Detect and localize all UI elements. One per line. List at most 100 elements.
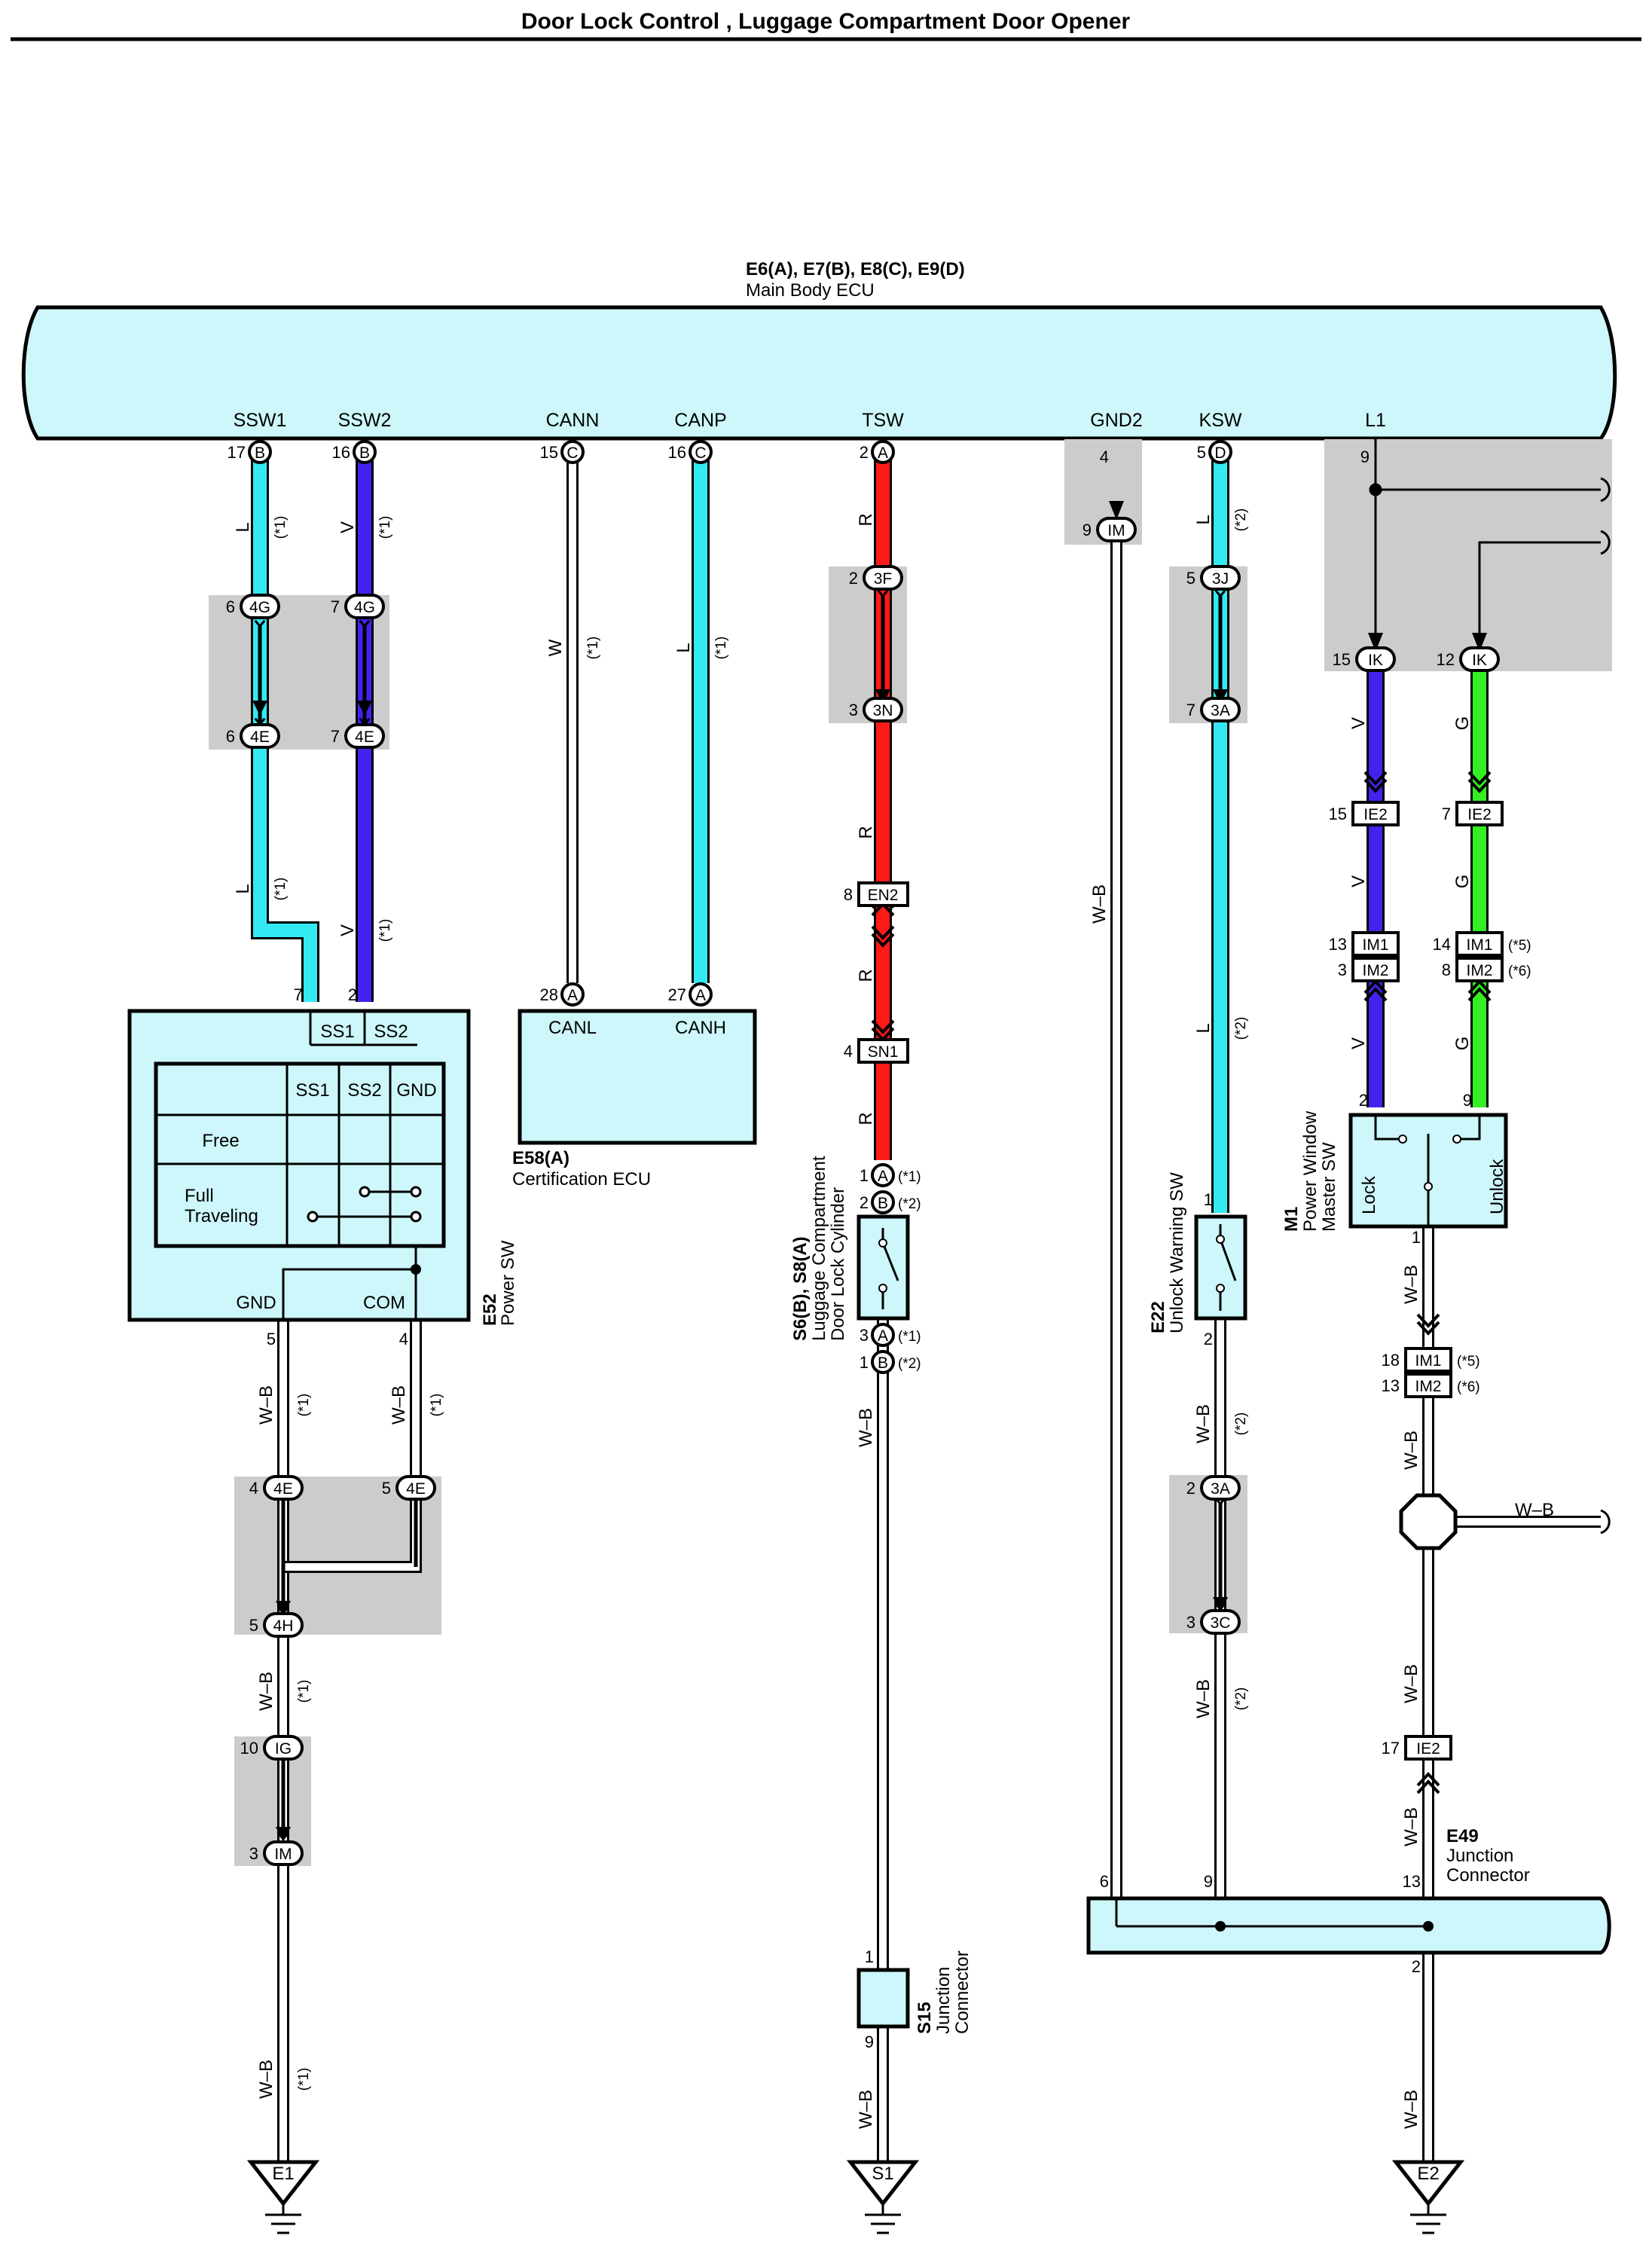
conn-im2-a: IM2 bbox=[1362, 962, 1388, 979]
tbl-h-ss1: SS1 bbox=[295, 1080, 329, 1101]
pin-num: 8 bbox=[1442, 960, 1451, 979]
conn-ik-a: IK bbox=[1368, 652, 1383, 669]
wire-note: (*1) bbox=[713, 637, 729, 660]
pin-num: 5 bbox=[267, 1330, 276, 1348]
wire-label: R bbox=[856, 826, 876, 838]
wire-label: W–B bbox=[256, 2060, 276, 2099]
wire-note: (*2) bbox=[1233, 1687, 1249, 1711]
pin-cyl-a3: A bbox=[878, 1327, 888, 1345]
wire-label: W–B bbox=[856, 1408, 876, 1447]
pin-num: 15 bbox=[1333, 650, 1351, 669]
pin-canl-conn: A bbox=[567, 987, 578, 1004]
e49-id: E49 bbox=[1446, 1826, 1479, 1846]
pin-num: 2 bbox=[1204, 1330, 1213, 1348]
conn-3j: 3J bbox=[1212, 570, 1229, 588]
s15-name1: Junction bbox=[933, 1967, 954, 2034]
wire-note: (*1) bbox=[585, 637, 601, 660]
pin-num: 3 bbox=[1338, 960, 1347, 979]
pin-num: 18 bbox=[1382, 1351, 1400, 1370]
wire-label: W–B bbox=[1193, 1404, 1214, 1443]
pin-num: 4 bbox=[399, 1330, 408, 1348]
pin-num: 4 bbox=[1100, 447, 1109, 466]
term-ssw1: SSW1 bbox=[234, 410, 287, 431]
pin-cyl-b2: B bbox=[878, 1195, 888, 1212]
canh-pin: CANH bbox=[675, 1018, 726, 1038]
pin-num: 16 bbox=[668, 443, 686, 462]
pw-master-name1: Power Window bbox=[1300, 1110, 1321, 1232]
conn-ig: IG bbox=[275, 1740, 292, 1758]
pin-cann-conn: C bbox=[566, 444, 578, 462]
tbl-row-traveling: Traveling bbox=[185, 1206, 258, 1226]
pin-num: 1 bbox=[860, 1166, 869, 1185]
cert-ecu-name: Certification ECU bbox=[512, 1169, 651, 1190]
wire-label: W–B bbox=[1193, 1679, 1214, 1718]
conn-ik-b: IK bbox=[1472, 652, 1487, 669]
wire-label: W bbox=[545, 639, 566, 656]
wire-label: R bbox=[856, 513, 876, 526]
lock-cylinder-switch: S6(B), S8(A) Luggage Compartment Door Lo… bbox=[790, 1156, 910, 1341]
unlock-contact: Unlock bbox=[1487, 1159, 1507, 1214]
connector-notes: (*1) (*2) (*1) (*2) (*5) (*6) (*5) (*6) bbox=[898, 938, 1531, 1395]
pin-num: 10 bbox=[240, 1739, 258, 1758]
ss1-pin: SS1 bbox=[320, 1022, 354, 1042]
ground-s1-label: S1 bbox=[872, 2164, 893, 2184]
pin-num: 8 bbox=[844, 885, 853, 904]
pw-master-id: M1 bbox=[1281, 1207, 1302, 1232]
wire-color-labels: L (*1) V (*1) L (*1) V (*1) W (*1) L (*1… bbox=[233, 508, 1473, 2129]
pin-num: 1 bbox=[860, 1353, 869, 1372]
conn-ie2-c: IE2 bbox=[1416, 1740, 1440, 1758]
pin-ksw-conn: D bbox=[1214, 444, 1226, 462]
pw-master-name2: Master SW bbox=[1319, 1142, 1339, 1232]
wire-label: V bbox=[337, 521, 358, 533]
pin-num: 14 bbox=[1433, 935, 1451, 954]
pin-num: 13 bbox=[1329, 935, 1347, 954]
conn-3a-b: 3A bbox=[1211, 1480, 1230, 1498]
ground-s1: S1 bbox=[846, 2160, 920, 2234]
pin-num: 5 bbox=[382, 1479, 391, 1498]
wire-label: L bbox=[1193, 515, 1214, 524]
pin-num: 7 bbox=[294, 985, 303, 1004]
term-ssw2: SSW2 bbox=[338, 410, 392, 431]
pin-num: 13 bbox=[1382, 1376, 1400, 1395]
ss2-pin: SS2 bbox=[374, 1022, 408, 1042]
ecu-ids: E6(A), E7(B), E8(C), E9(D) bbox=[746, 259, 965, 279]
wire-label-wb-horizontal: W–B bbox=[1515, 1500, 1554, 1520]
e49-name1: Junction bbox=[1446, 1846, 1513, 1866]
conn-im2-c: IM2 bbox=[1415, 1378, 1441, 1395]
wire-label: W–B bbox=[1401, 1807, 1421, 1846]
conn-im1-c: IM1 bbox=[1415, 1352, 1441, 1370]
unlock-sw-name: Unlock Warning SW bbox=[1167, 1172, 1187, 1333]
conn-im-a: IM bbox=[274, 1846, 292, 1863]
pin-num: 9 bbox=[1204, 1872, 1213, 1891]
pin-num: 2 bbox=[860, 1193, 869, 1212]
pin-num: 2 bbox=[1359, 1091, 1368, 1110]
s15-id: S15 bbox=[915, 2002, 935, 2034]
ecu-name: Main Body ECU bbox=[746, 280, 875, 301]
wire-label: W–B bbox=[1401, 2090, 1421, 2129]
lock-contact: Lock bbox=[1359, 1175, 1379, 1214]
pin-num: 6 bbox=[226, 727, 235, 746]
junction-connector-s15: S15 Junction Connector bbox=[857, 1950, 973, 2034]
conn-im-b: IM bbox=[1107, 522, 1125, 539]
note: (*2) bbox=[898, 1196, 921, 1212]
conn-3n: 3N bbox=[873, 702, 893, 719]
wire-note: (*1) bbox=[296, 1394, 312, 1417]
wire-label: W–B bbox=[1401, 1265, 1421, 1304]
wire-label: W–B bbox=[256, 1385, 276, 1425]
note: (*1) bbox=[898, 1329, 921, 1345]
canl-pin: CANL bbox=[548, 1018, 597, 1038]
wire-label: V bbox=[1348, 1037, 1369, 1049]
pin-canh-conn: A bbox=[695, 987, 706, 1004]
pin-num: 28 bbox=[540, 985, 558, 1004]
wire-label: R bbox=[856, 1112, 876, 1125]
pin-cyl-b1: B bbox=[878, 1354, 888, 1372]
power-sw: SS1 SS2 SS1 SS2 GND Free Full Traveling … bbox=[127, 1009, 518, 1326]
pin-num: 4 bbox=[844, 1042, 853, 1061]
conn-en2: EN2 bbox=[868, 887, 899, 904]
pin-num: 3 bbox=[849, 701, 858, 719]
lock-cyl-name1: Luggage Compartment bbox=[809, 1156, 829, 1341]
pin-ssw1-conn: B bbox=[255, 444, 265, 462]
conn-3a-a: 3A bbox=[1211, 702, 1230, 719]
splice-point bbox=[1399, 1493, 1458, 1550]
